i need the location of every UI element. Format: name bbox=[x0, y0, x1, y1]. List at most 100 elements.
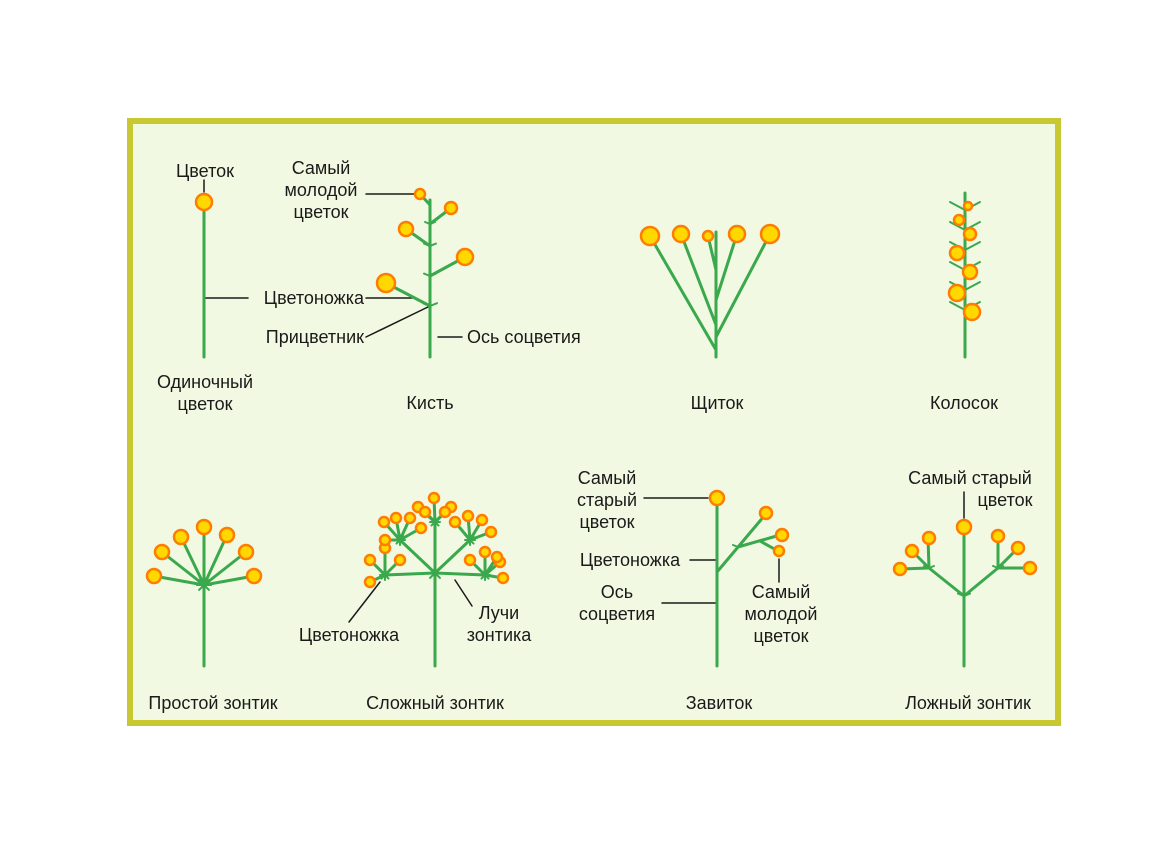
compound-umbel-involucel bbox=[399, 535, 405, 541]
simple-umbel-ray bbox=[202, 533, 229, 587]
compound-umbel-flower bbox=[427, 491, 441, 505]
raceme-label-youngest-3: цветок bbox=[293, 202, 348, 222]
cincinnus-oldest-flower bbox=[708, 489, 726, 507]
corymb-flower bbox=[759, 223, 781, 245]
compound-umbel-flower bbox=[403, 511, 417, 525]
spikelet-flower bbox=[962, 226, 978, 242]
spikelet-flower bbox=[961, 263, 979, 281]
cincinnus-caption: Завиток bbox=[686, 693, 753, 713]
simple-umbel-caption: Простой зонтик bbox=[148, 693, 277, 713]
corymb-flower bbox=[639, 225, 661, 247]
raceme-flower bbox=[443, 200, 459, 216]
compound-umbel-flower bbox=[378, 533, 392, 547]
cincinnus-branch bbox=[715, 513, 767, 574]
compound-umbel-caption: Сложный зонтик bbox=[366, 693, 504, 713]
compound-umbel-flower bbox=[478, 545, 492, 559]
raceme-flower bbox=[397, 220, 415, 238]
spikelet-flower bbox=[962, 200, 974, 212]
compound-umbel-flower bbox=[438, 505, 452, 519]
false-umbel-flower bbox=[892, 561, 908, 577]
compound-umbel-involucel bbox=[484, 570, 490, 576]
cincinnus-flower bbox=[758, 505, 774, 521]
raceme-flower bbox=[375, 272, 397, 294]
simple-umbel-ray bbox=[202, 550, 248, 587]
single-label-bract: Прицветник bbox=[266, 327, 364, 347]
spikelet-flower bbox=[952, 213, 966, 227]
false-umbel-bract bbox=[928, 565, 935, 569]
cincinnus-label-youngest-2: молодой bbox=[745, 604, 818, 624]
single-caption-line1: Одиночный bbox=[157, 372, 253, 392]
compound-umbel-leader-rays bbox=[454, 579, 473, 607]
corymb-pedicel bbox=[679, 232, 718, 327]
simple-umbel-involucre bbox=[203, 579, 210, 586]
simple-umbel-flower bbox=[153, 543, 171, 561]
cincinnus-label-youngest-1: Самый bbox=[752, 582, 811, 602]
false-umbel-flower bbox=[904, 543, 920, 559]
cincinnus-bract bbox=[737, 544, 744, 548]
flowers bbox=[145, 187, 1038, 589]
corymb-caption: Щиток bbox=[691, 393, 744, 413]
single-caption-line2: цветок bbox=[177, 394, 232, 414]
cincinnus-flower bbox=[774, 527, 790, 543]
cincinnus-label-oldest-1: Самый bbox=[578, 468, 637, 488]
compound-umbel-flower bbox=[490, 550, 504, 564]
simple-umbel-ray bbox=[152, 574, 206, 587]
compound-umbel-ray bbox=[433, 571, 487, 577]
compound-umbel-flower bbox=[461, 509, 475, 523]
cincinnus-label-pedicel: Цветоножка bbox=[580, 550, 681, 570]
diagram-frame bbox=[127, 118, 1061, 726]
false-umbel-flower bbox=[921, 530, 937, 546]
leader-lines bbox=[203, 179, 965, 623]
compound-umbel-flower bbox=[377, 515, 391, 529]
cincinnus-label-oldest-3: цветок bbox=[579, 512, 634, 532]
single-label-flower: Цветок bbox=[176, 161, 234, 181]
corymb-flower bbox=[671, 224, 691, 244]
compound-umbel-label-pedicel: Цветоножка bbox=[299, 625, 400, 645]
compound-umbel-flower bbox=[475, 513, 489, 527]
compound-umbel-involucel bbox=[434, 517, 440, 523]
raceme-bract bbox=[429, 242, 437, 247]
compound-umbel-flower bbox=[448, 515, 462, 529]
cincinnus-label-axis-2: соцветия bbox=[579, 604, 655, 624]
raceme-bract bbox=[423, 242, 431, 247]
false-umbel-flower bbox=[990, 528, 1006, 544]
false-umbel-branch bbox=[962, 566, 1000, 598]
raceme-bract bbox=[429, 302, 438, 307]
false-umbel-bract bbox=[963, 592, 971, 597]
simple-umbel-ray bbox=[202, 574, 256, 587]
compound-umbel-flower bbox=[496, 571, 510, 585]
false-umbel-bract bbox=[997, 565, 1004, 569]
raceme-flower bbox=[455, 247, 475, 267]
raceme-bract bbox=[422, 302, 431, 307]
compound-umbel-flower bbox=[363, 575, 377, 589]
raceme-bract bbox=[429, 221, 436, 225]
simple-umbel-flower bbox=[245, 567, 263, 585]
compound-umbel-involucre bbox=[434, 567, 441, 574]
false-umbel-bract bbox=[957, 592, 965, 597]
spikelet-glume bbox=[949, 301, 966, 311]
raceme-label-youngest-2: молодой bbox=[285, 180, 358, 200]
spikelet-caption: Колосок bbox=[930, 393, 998, 413]
compound-umbel-involucel bbox=[469, 535, 475, 541]
simple-umbel-flower bbox=[218, 526, 236, 544]
false-umbel-oldest-flower bbox=[955, 518, 973, 536]
raceme-leader-bract bbox=[365, 305, 431, 338]
compound-umbel-ray bbox=[398, 538, 437, 575]
raceme-bract bbox=[429, 272, 437, 277]
simple-umbel-flower bbox=[145, 567, 163, 585]
simple-umbel-flower bbox=[195, 518, 213, 536]
corymb-pedicel bbox=[714, 232, 772, 339]
compound-umbel-flower bbox=[393, 553, 407, 567]
spikelet-glume bbox=[964, 241, 981, 251]
raceme-label-axis: Ось соцветия bbox=[467, 327, 581, 347]
cincinnus-label-oldest-2: старый bbox=[577, 490, 637, 510]
stems bbox=[152, 191, 1032, 668]
raceme-flower bbox=[413, 187, 427, 201]
simple-umbel-flower bbox=[237, 543, 255, 561]
spikelet-flower bbox=[948, 244, 966, 262]
corymb-pedicel bbox=[648, 234, 718, 352]
raceme-caption: Кисть bbox=[406, 393, 453, 413]
compound-umbel-leader-pedicel bbox=[348, 581, 381, 623]
spikelet-flower bbox=[947, 283, 967, 303]
